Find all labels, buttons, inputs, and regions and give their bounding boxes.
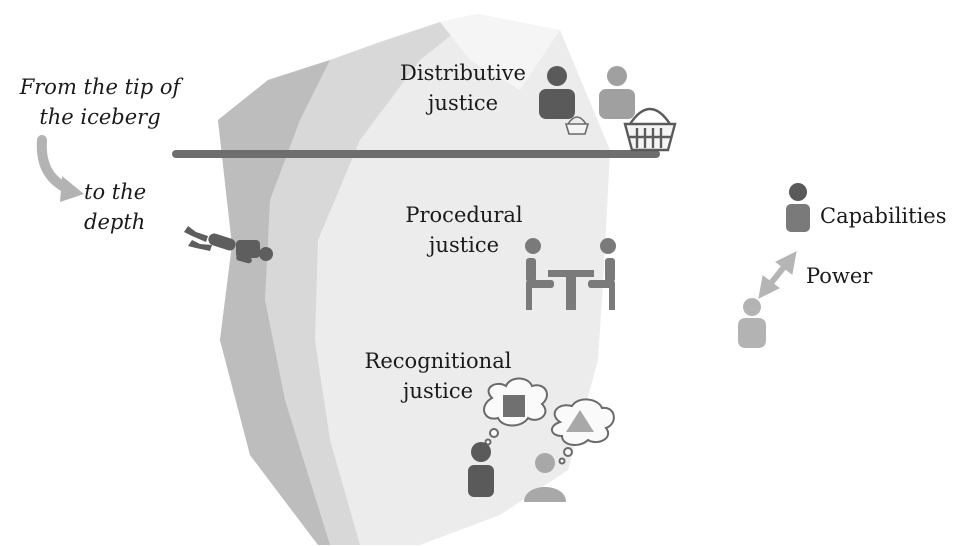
triangle-icon bbox=[566, 410, 594, 432]
person-icon bbox=[786, 183, 810, 232]
to-the-depth-label: to the depth bbox=[84, 180, 147, 234]
capabilities-label: Capabilities bbox=[820, 204, 947, 228]
double-arrow-icon bbox=[758, 251, 797, 299]
person-icon bbox=[539, 66, 575, 119]
basket-icon bbox=[564, 116, 590, 135]
distributive-justice-label: Distributive justice bbox=[400, 61, 526, 115]
procedural-justice-label: Procedural justice bbox=[405, 203, 523, 257]
basket-icon bbox=[623, 107, 677, 152]
person-icon bbox=[738, 298, 766, 348]
power-label: Power bbox=[806, 264, 873, 288]
table-icon bbox=[525, 238, 616, 310]
iceberg-dark-face bbox=[218, 60, 330, 545]
recognitional-justice-label: Recognitional justice bbox=[364, 349, 512, 403]
iceberg-highlight bbox=[440, 14, 560, 90]
person-icon bbox=[468, 442, 494, 497]
tip-of-iceberg-label: From the tip of the iceberg bbox=[19, 75, 181, 129]
square-icon bbox=[503, 395, 525, 417]
curved-arrow-head bbox=[60, 176, 84, 202]
person-icon bbox=[524, 453, 566, 502]
person-icon bbox=[599, 66, 635, 119]
diver-icon bbox=[184, 226, 273, 264]
